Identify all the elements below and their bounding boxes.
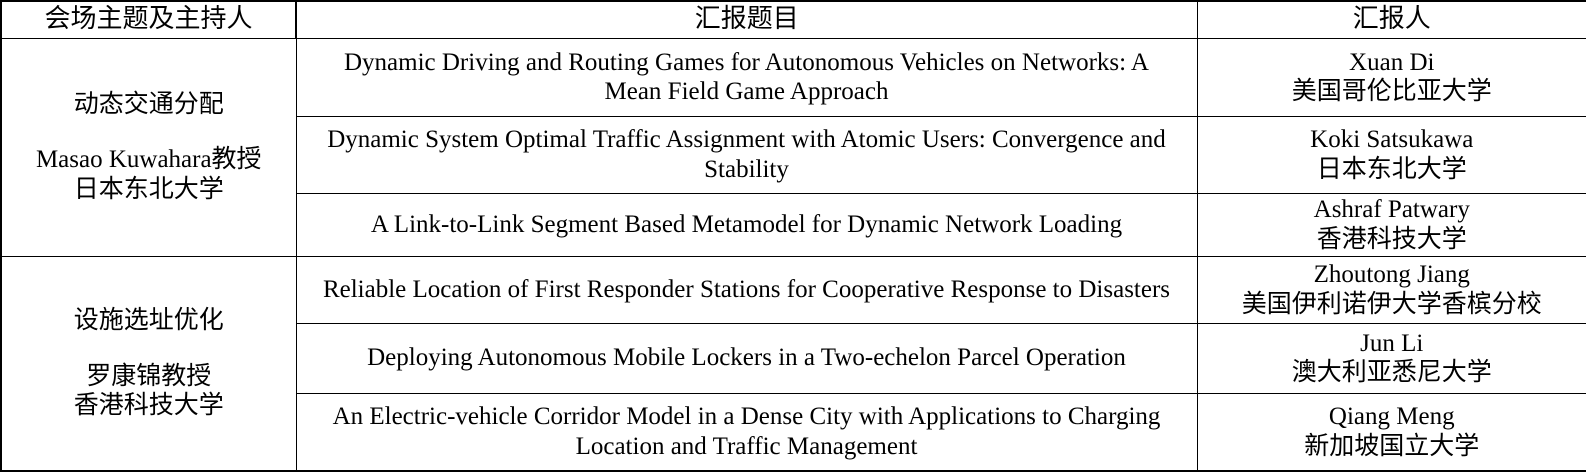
title-line-1: Dynamic System Optimal Traffic Assignmen… (327, 126, 1166, 153)
title-line-1: Dynamic Driving and Routing Games for Au… (343, 48, 1149, 76)
presenter-affiliation: 澳大利亚悉尼大学 (1291, 359, 1492, 386)
presentation-title-cell: A Link-to-Link Segment Based Metamodel f… (295, 192, 1198, 257)
presenter-cell: Xuan Di 美国哥伦比亚大学 (1196, 37, 1586, 117)
session-topic: 设施选址优化 (73, 307, 224, 334)
presenter-affiliation: 美国伊利诺伊大学香槟分校 (1241, 290, 1542, 318)
title-line-2: Mean Field Game Approach (604, 78, 889, 105)
presentation-title-cell: An Electric-vehicle Corridor Model in a … (295, 392, 1198, 472)
presenter-cell: Jun Li 澳大利亚悉尼大学 (1196, 322, 1586, 394)
presenter-name: Xuan Di (1349, 48, 1435, 76)
table-row: An Electric-vehicle Corridor Model in a … (1, 392, 1586, 472)
presenter-affiliation: 美国哥伦比亚大学 (1291, 78, 1492, 105)
table-row: 设施选址优化 罗康锦教授 香港科技大学 Reliable Location of… (0, 255, 1586, 472)
session-spacer (6, 336, 292, 362)
session-chair-affiliation: 香港科技大学 (73, 392, 224, 419)
presenter-name: Koki Satsukawa (1310, 126, 1474, 153)
table-row: 动态交通分配 Masao Kuwahara教授 日本东北大学 Dynamic D… (0, 37, 1586, 257)
title-line-2: Location and Traffic Management (575, 432, 918, 460)
title-line-1: An Electric-vehicle Corridor Model in a … (332, 403, 1161, 431)
title-line-2: Stability (704, 155, 789, 183)
presentation-title-cell: Deploying Autonomous Mobile Lockers in a… (295, 322, 1198, 394)
header-session-topic-and-chair: 会场主题及主持人 (0, 0, 297, 39)
table-header-row: 会场主题及主持人 汇报题目 汇报人 (0, 0, 1586, 39)
session-spacer (6, 119, 292, 145)
presentation-title-cell: Reliable Location of First Responder Sta… (295, 255, 1198, 324)
presenter-cell: Ashraf Patwary 香港科技大学 (1196, 192, 1586, 257)
presenter-affiliation: 香港科技大学 (1316, 225, 1467, 253)
table-row: Dynamic System Optimal Traffic Assignmen… (1, 115, 1586, 194)
session-chair: Masao Kuwahara教授 (35, 146, 262, 174)
presentation-title-cell: Dynamic Driving and Routing Games for Au… (295, 37, 1198, 117)
presenter-name: Jun Li (1360, 329, 1424, 357)
presentation-title-cell: Dynamic System Optimal Traffic Assignmen… (295, 115, 1198, 194)
presenter-cell: Zhoutong Jiang 美国伊利诺伊大学香槟分校 (1196, 255, 1586, 324)
table-row: Deploying Autonomous Mobile Lockers in a… (1, 322, 1586, 394)
session-chair-affiliation: 日本东北大学 (73, 175, 224, 203)
session-cell-2: 设施选址优化 罗康锦教授 香港科技大学 (0, 255, 297, 472)
title-line-1: Deploying Autonomous Mobile Lockers in a… (367, 344, 1126, 372)
header-presenter: 汇报人 (1196, 0, 1586, 39)
table-row: A Link-to-Link Segment Based Metamodel f… (1, 192, 1586, 257)
header-presentation-title: 汇报题目 (295, 0, 1198, 39)
title-line-1: Reliable Location of First Responder Sta… (322, 275, 1171, 303)
presenter-cell: Qiang Meng 新加坡国立大学 (1196, 392, 1586, 472)
presenter-name: Zhoutong Jiang (1313, 261, 1470, 288)
presenter-affiliation: 日本东北大学 (1316, 155, 1467, 183)
session-cell-1: 动态交通分配 Masao Kuwahara教授 日本东北大学 (0, 37, 297, 257)
presenter-affiliation: 新加坡国立大学 (1304, 432, 1480, 460)
presenter-name: Qiang Meng (1328, 403, 1455, 431)
presenter-name: Ashraf Patwary (1313, 196, 1470, 223)
title-line-1: A Link-to-Link Segment Based Metamodel f… (370, 210, 1123, 238)
session-chair: 罗康锦教授 (86, 362, 212, 390)
session-topic: 动态交通分配 (73, 90, 224, 118)
presenter-cell: Koki Satsukawa 日本东北大学 (1196, 115, 1586, 194)
